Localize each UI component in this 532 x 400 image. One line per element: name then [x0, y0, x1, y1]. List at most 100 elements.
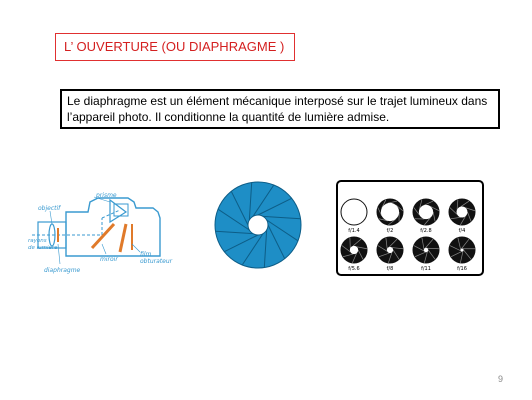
iris-blade-edge [217, 208, 250, 231]
label-prisme: prisme [95, 192, 117, 199]
iris-blade-edge [241, 233, 264, 266]
aperture-blade-edge [341, 245, 351, 253]
fstop-label: f/2.8 [420, 228, 431, 234]
aperture-blade-edge [467, 211, 472, 222]
iris-blade-edge [215, 230, 254, 235]
aperture-blade-edge [352, 253, 357, 264]
label-obturateur: obturateur [140, 258, 173, 265]
aperture-blade-edge [413, 245, 425, 252]
aperture-ring [340, 198, 368, 226]
fstop-label: f/4 [459, 228, 466, 234]
fstop-cells: f/1.4 f/2 f/2.8 f/4 f/5.6 f/8 f/11 f/16 [340, 198, 476, 272]
shutter-shape [118, 223, 128, 253]
label-de-lumiere: de lumière [28, 244, 58, 251]
fstop-cell: f/2.8 [412, 198, 440, 234]
aperture-blade-edge [463, 249, 472, 260]
fstop-grid: f/1.4 f/2 f/2.8 f/4 f/5.6 f/8 f/11 f/16 [336, 180, 484, 276]
iris-blades [215, 182, 301, 268]
aperture-blade-edge [427, 249, 436, 260]
definition-box: Le diaphragme est un élément mécanique i… [60, 89, 500, 129]
aperture-blade-edge [460, 200, 470, 207]
aperture-blade-edge [356, 246, 368, 250]
label-rayons: rayons [28, 238, 47, 244]
aperture-blade-edge [357, 249, 364, 260]
fstop-grid-drawing: f/1.4 f/2 f/2.8 f/4 f/5.6 f/8 f/11 f/16 [336, 180, 484, 276]
aperture-opening [460, 248, 464, 252]
mirror-shape [90, 222, 116, 250]
aperture-blade-edge [460, 251, 464, 263]
definition-line-2: l’appareil photo. Il conditionne la quan… [67, 109, 390, 124]
camera-diagram-drawing: prisme objectif rayons de lumière film o… [28, 192, 173, 274]
aperture-blade-edge [461, 238, 470, 249]
aperture-blade-edge [381, 199, 387, 209]
leader-diaphragme [57, 243, 61, 265]
fstop-label: f/1.4 [348, 228, 359, 234]
aperture-blade-edge [388, 218, 396, 226]
iris-blade-edge [266, 219, 299, 242]
viewfinder-block [113, 203, 129, 217]
iris-blade-edge [252, 184, 275, 217]
iris-opening [247, 214, 269, 236]
aperture-blade-edge [377, 207, 383, 217]
aperture-blade-edge [457, 237, 461, 250]
aperture-blade-edge [413, 207, 420, 216]
iris-diagram [213, 180, 303, 270]
camera-diagram: prisme objectif rayons de lumière film o… [28, 188, 198, 278]
fstop-label: f/16 [457, 266, 467, 272]
aperture-opening [349, 245, 359, 255]
aperture-opening [456, 206, 468, 218]
aperture-blade-edge [450, 216, 461, 220]
label-miroir: miroir [100, 256, 118, 263]
camera-body-outline [65, 197, 161, 257]
iris-blade-edge [230, 191, 249, 226]
aperture-blade-edge [352, 238, 362, 247]
light-ray-prism [101, 209, 121, 219]
aperture-blade-edge [424, 200, 434, 206]
aperture-blade-edge [449, 245, 461, 251]
aperture-blade-edge [449, 207, 458, 215]
iris-blade-edge [224, 234, 259, 253]
aperture-blade-edge [424, 217, 431, 226]
fstop-cell: f/5.6 [340, 236, 368, 272]
fstop-frame [336, 180, 484, 276]
aperture-opening [423, 247, 429, 253]
aperture-blade-edge [342, 253, 354, 258]
aperture-blade-edge [395, 204, 404, 212]
label-diaphragme: diaphragme [44, 267, 81, 274]
aperture-blade-edge [425, 238, 434, 249]
leader-objectif [49, 210, 53, 225]
aperture-blade-edge [378, 252, 390, 258]
aperture-opening [418, 204, 434, 220]
fstop-cell: f/8 [376, 236, 404, 272]
fstop-cell: f/1.4 [340, 198, 368, 234]
iris-blade-edge [263, 229, 268, 268]
aperture-blade-edge [414, 251, 426, 258]
aperture-blade-edge [465, 207, 476, 212]
prism-shape [109, 198, 128, 224]
aperture-blade-edge [391, 247, 403, 250]
leader-prisme [93, 196, 111, 203]
aperture-blade-edge [460, 216, 466, 226]
aperture-blade-edge [385, 237, 388, 249]
aperture-blade-edge [378, 218, 389, 222]
fstop-cell: f/4 [448, 198, 476, 234]
aperture-blade-edge [419, 199, 423, 209]
fstop-label: f/2 [387, 228, 394, 234]
aperture-blade-edge [392, 249, 400, 260]
aperture-blade-edge [388, 252, 393, 264]
fstop-cell: f/11 [412, 236, 440, 272]
aperture-blade-edge [450, 251, 462, 258]
slide-title: L’ OUVERTURE (OU DIAPHRAGME ) [55, 33, 295, 61]
leader-miroir [101, 243, 107, 255]
fstop-cell: f/16 [448, 236, 476, 272]
aperture-blade-edge [432, 211, 436, 222]
iris-blade-edge [267, 224, 286, 259]
aperture-blade-edge [456, 199, 459, 210]
aperture-blade-edge [430, 206, 440, 212]
iris-blade-edge [262, 215, 301, 220]
aperture-blade-edge [424, 251, 428, 263]
definition-line-1: Le diaphragme est un élément mécanique i… [67, 94, 488, 108]
iris-drawing [214, 181, 302, 269]
aperture-opening [386, 246, 394, 254]
